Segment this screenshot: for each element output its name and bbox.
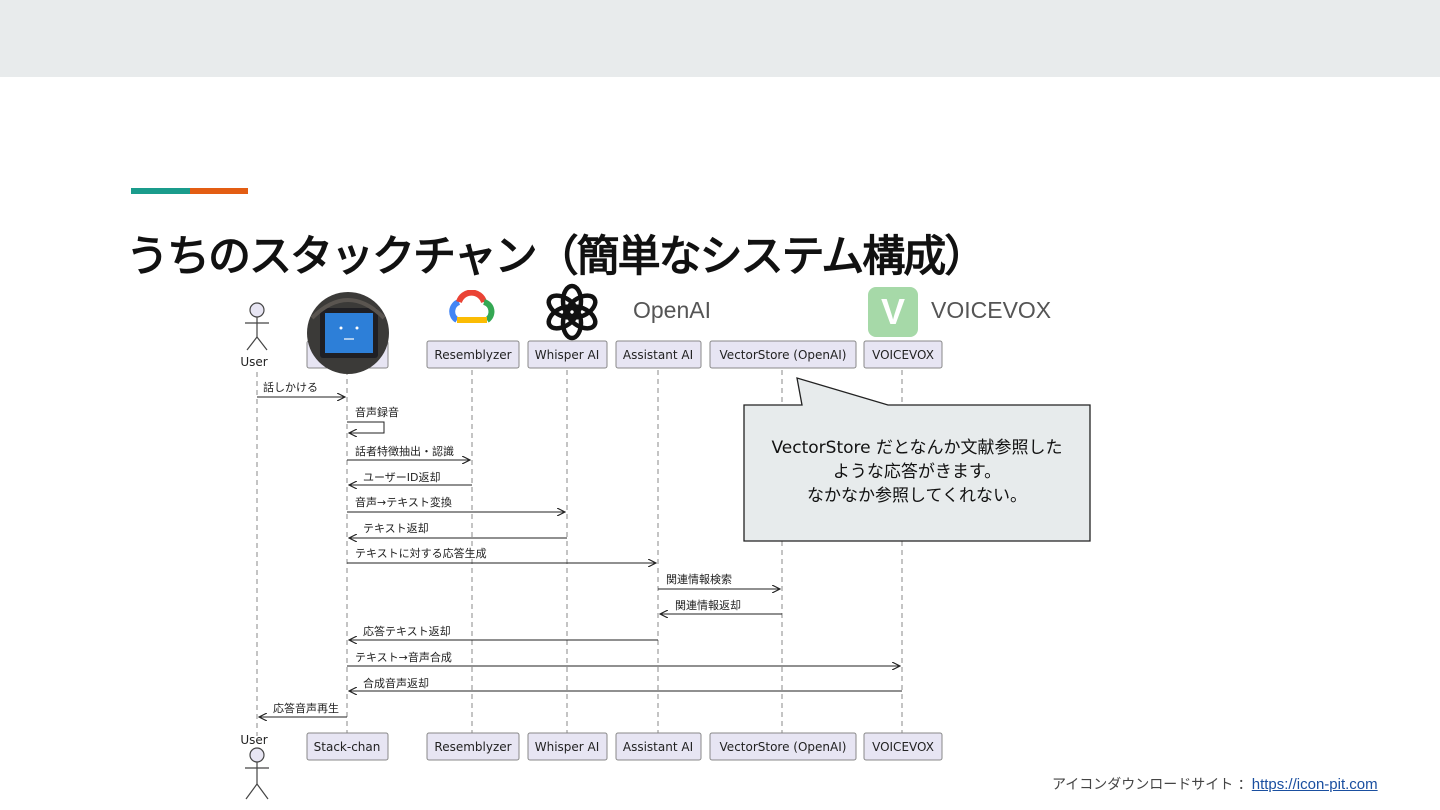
slide-title: うちのスタックチャン（簡単なシステム構成）	[126, 232, 987, 282]
google-cloud-icon	[449, 290, 495, 323]
callout-line-2: ような応答がきます。	[832, 462, 1002, 482]
voicevox-label: VOICEVOX	[931, 297, 1052, 323]
voicevox-icon-letter: V	[880, 291, 905, 332]
user-actor-top	[245, 302, 269, 351]
stack-chan-photo	[307, 292, 389, 374]
participant-label-whisper-bottom: Whisper AI	[535, 740, 600, 754]
callout-line-3: なかなか参照してくれない。	[807, 486, 1027, 506]
participant-box-whisper-top	[527, 340, 608, 369]
message-label-4: ユーザーID返却	[363, 471, 441, 484]
credit-link[interactable]: https://icon-pit.com	[1251, 776, 1378, 793]
participant-box-assistant-top	[615, 340, 702, 369]
message-arrow-2	[347, 421, 385, 433]
message-label-3: 話者特徴抽出・認識	[355, 444, 454, 458]
participant-box-assistant-bottom	[615, 732, 702, 761]
callout-text: VectorStore だとなんか文献参照した ような応答がきます。 なかなか参…	[744, 436, 1090, 508]
message-label-5: 音声→テキスト変換	[355, 495, 452, 509]
participant-box-resemblyzer-bottom	[426, 732, 520, 761]
participant-label-voicevox-top: VOICEVOX	[872, 348, 934, 362]
icon-credit: アイコンダウンロードサイト ：https://icon-pit.com	[1052, 774, 1378, 794]
callout-bubble	[743, 377, 1091, 542]
participant-label-stack-chan-bottom: Stack-chan	[314, 740, 381, 754]
title-accent-teal	[131, 188, 191, 194]
message-label-13: 応答音声再生	[273, 701, 339, 715]
participant-label-vectorstore-bottom: VectorStore (OpenAI)	[720, 740, 847, 754]
participant-label-resemblyzer-top: Resemblyzer	[434, 348, 511, 362]
participant-label-voicevox-bottom: VOICEVOX	[872, 740, 934, 754]
message-label-1: 話しかける	[263, 380, 318, 394]
participant-label-vectorstore-top: VectorStore (OpenAI)	[720, 348, 847, 362]
message-label-2: 音声録音	[355, 405, 399, 419]
participant-box-voicevox-top	[863, 340, 943, 369]
credit-label: アイコンダウンロードサイト ：	[1052, 777, 1252, 793]
user-actor-bottom	[245, 747, 269, 800]
participant-box-resemblyzer-top	[426, 340, 520, 369]
title-accent-orange	[190, 188, 248, 194]
message-label-12: 合成音声返却	[363, 676, 429, 690]
participant-label-assistant-bottom: Assistant AI	[623, 740, 693, 754]
user-label-bottom: User	[240, 733, 267, 747]
participant-box-whisper-bottom	[527, 732, 608, 761]
participant-box-vectorstore-bottom	[709, 732, 857, 761]
message-label-10: 応答テキスト返却	[363, 624, 451, 638]
message-label-7: テキストに対する応答生成	[355, 546, 487, 560]
header-band	[0, 0, 1440, 77]
participant-label-assistant-top: Assistant AI	[623, 348, 693, 362]
message-label-6: テキスト返却	[363, 522, 429, 535]
participant-label-whisper-top: Whisper AI	[535, 348, 600, 362]
participant-box-vectorstore-top	[709, 340, 857, 369]
participant-box-stack-chan-bottom	[306, 732, 389, 761]
participant-label-resemblyzer-bottom: Resemblyzer	[434, 740, 511, 754]
openai-icon	[546, 283, 598, 341]
user-label-top: User	[240, 355, 267, 369]
message-label-11: テキスト→音声合成	[355, 650, 452, 664]
message-label-8: 関連情報検索	[666, 572, 732, 586]
message-label-9: 関連情報返却	[675, 598, 741, 612]
participant-box-voicevox-bottom	[863, 732, 943, 761]
openai-label: OpenAI	[633, 297, 711, 323]
voicevox-icon: V	[868, 287, 918, 337]
callout-line-1: VectorStore だとなんか文献参照した	[771, 438, 1063, 458]
